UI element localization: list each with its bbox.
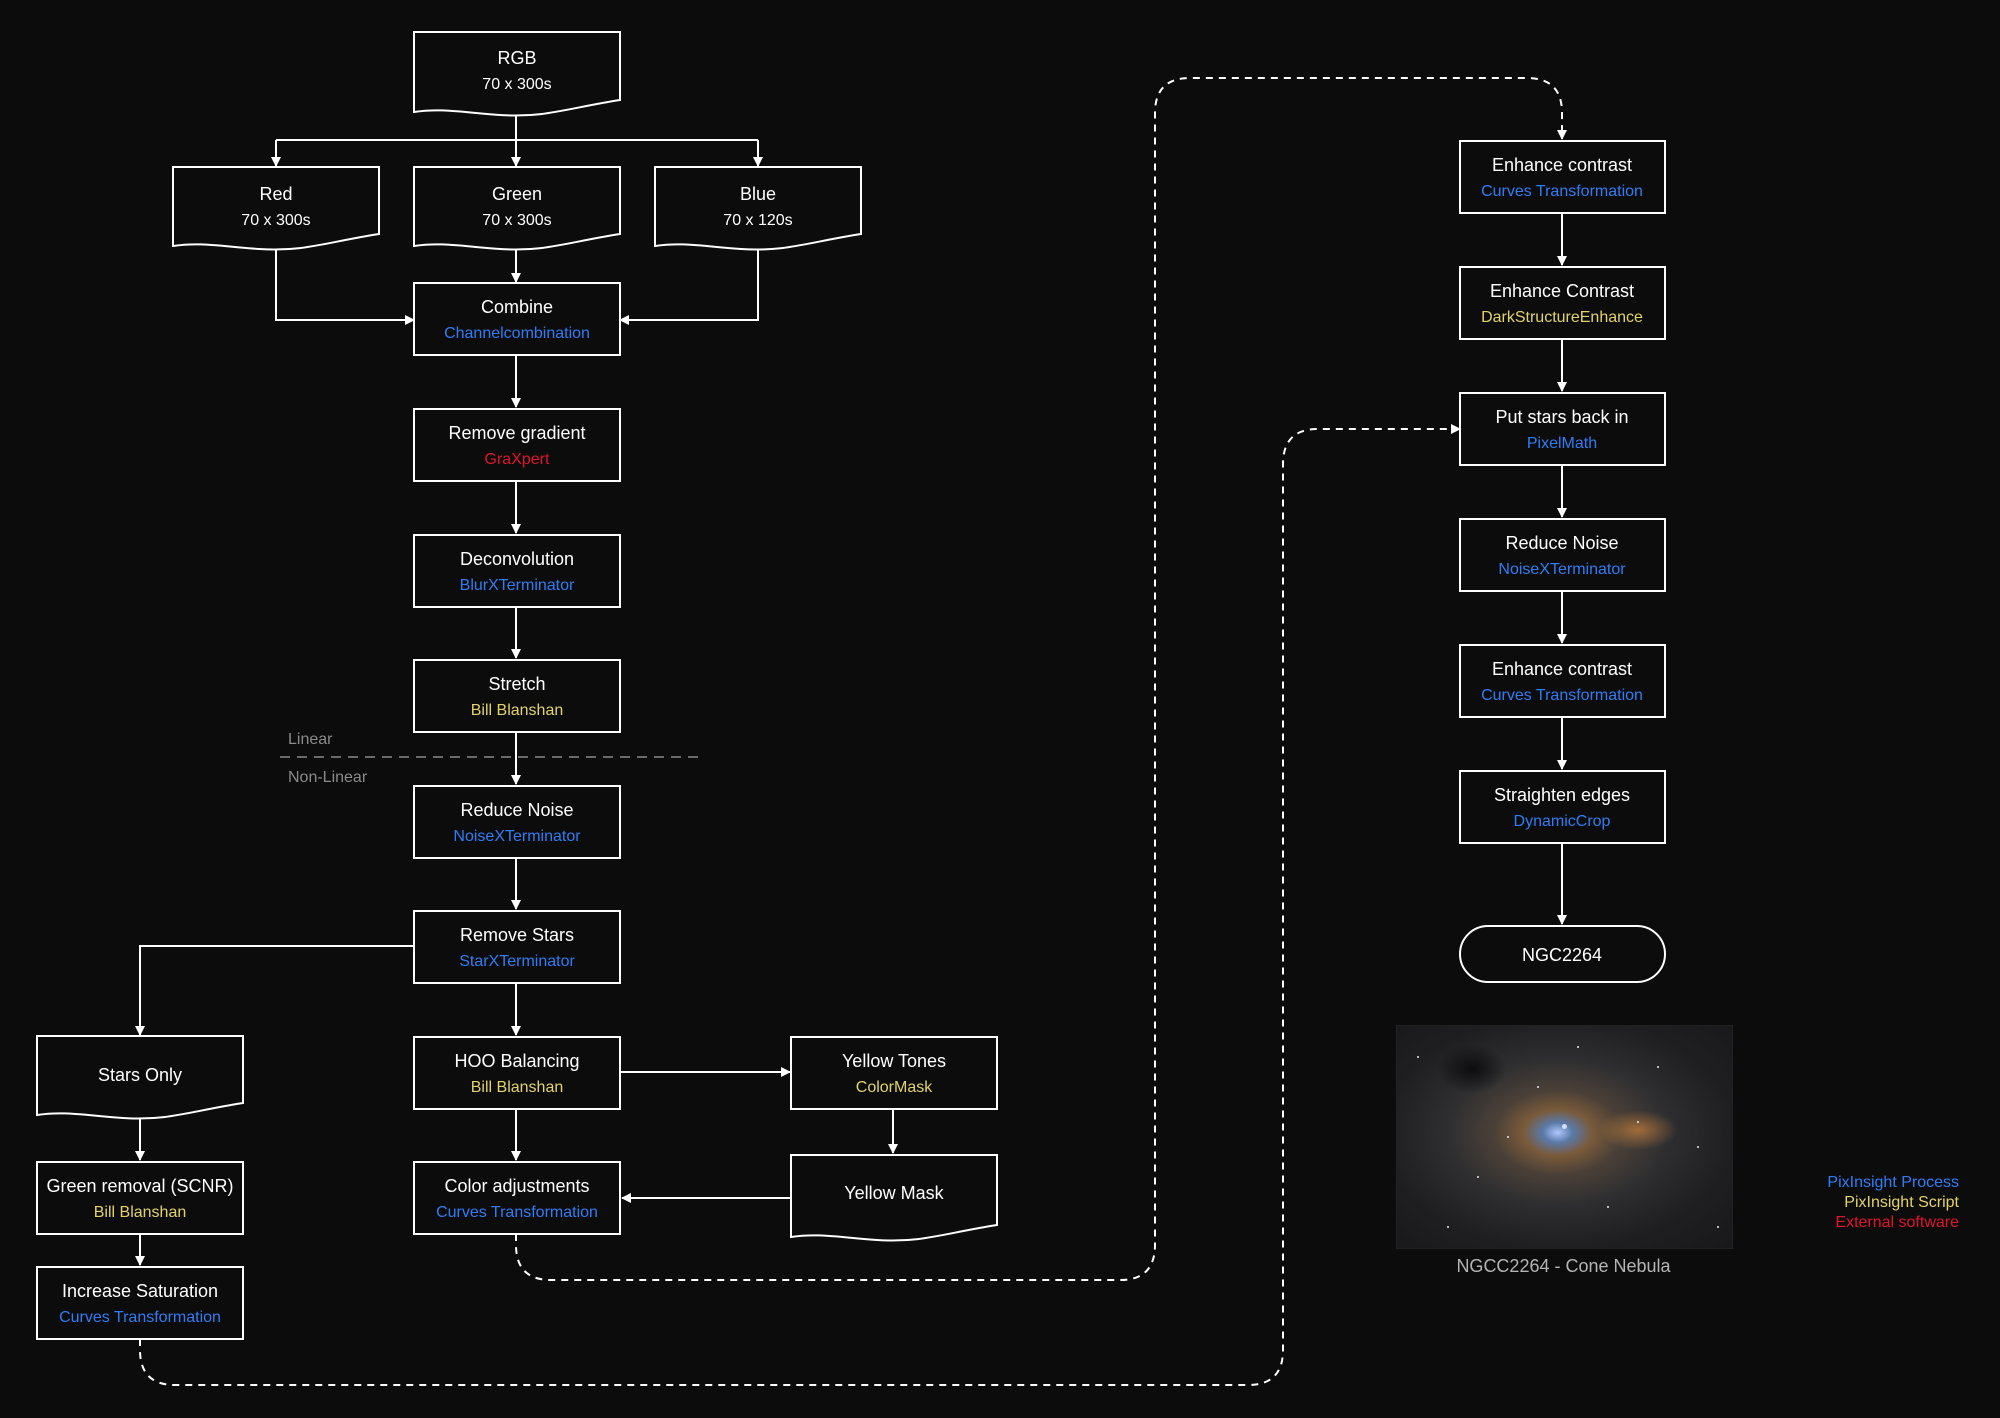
divider-label-nonlinear: Non-Linear (288, 769, 368, 786)
node-remove-gradient-shape (413, 408, 621, 482)
edge-red-combine (275, 244, 415, 325)
node-red-sub: 70 x 300s (241, 212, 310, 229)
node-yellow-mask-shape (790, 1154, 998, 1242)
node-remove-stars-title: Remove Stars (460, 925, 574, 945)
node-increase-saturation-sub: Curves Transformation (59, 1309, 221, 1326)
node-reduce-noise-1-sub: NoiseXTerminator (453, 828, 581, 845)
node-deconvolution-shape (413, 534, 621, 608)
node-stretch-shape (413, 659, 621, 733)
node-put-stars-back-sub: PixelMath (1527, 435, 1597, 452)
node-combine-title: Combine (481, 297, 553, 317)
node-yellow-tones-shape (790, 1036, 998, 1110)
cone-nebula-photo (1396, 1025, 1733, 1249)
node-yellow-mask-title: Yellow Mask (844, 1183, 944, 1203)
edge-stars-starsonly (135, 945, 414, 1036)
node-blue-title: Blue (740, 184, 776, 204)
node-yellow-tones-title: Yellow Tones (842, 1051, 946, 1071)
node-enhance-contrast-3-sub: Curves Transformation (1481, 687, 1643, 704)
node-reduce-noise-2-shape (1459, 518, 1666, 592)
node-combine-shape (413, 282, 621, 356)
node-deconvolution-sub: BlurXTerminator (460, 577, 575, 594)
node-reduce-noise-2-title: Reduce Noise (1505, 533, 1618, 553)
node-reduce-noise-1-shape (413, 785, 621, 859)
node-red-shape (172, 166, 380, 251)
node-yellow-tones-sub: ColorMask (856, 1079, 933, 1096)
color-legend: PixInsight Process PixInsight Script Ext… (1827, 1173, 1959, 1233)
node-put-stars-back-shape (1459, 392, 1666, 466)
node-stars-only-title: Stars Only (98, 1065, 182, 1085)
edge-blue-combine (619, 244, 759, 325)
node-enhance-contrast-2-sub: DarkStructureEnhance (1481, 309, 1643, 326)
node-remove-stars-shape (413, 910, 621, 984)
node-blue-sub: 70 x 120s (723, 212, 792, 229)
flow-connectors (135, 77, 1567, 1386)
node-color-adjustments-sub: Curves Transformation (436, 1204, 598, 1221)
node-enhance-contrast-2-title: Enhance Contrast (1490, 281, 1634, 301)
node-green-shape (413, 166, 621, 251)
node-color-adjustments-shape (413, 1161, 621, 1235)
node-hoo-balancing-title: HOO Balancing (454, 1051, 579, 1071)
node-straighten-edges-title: Straighten edges (1494, 785, 1630, 805)
edge-color-to-enhance (515, 77, 1567, 1281)
node-straighten-edges-sub: DynamicCrop (1514, 813, 1611, 830)
legend-script: PixInsight Script (1844, 1194, 1959, 1211)
node-green-removal-title: Green removal (SCNR) (46, 1176, 233, 1196)
node-straighten-edges-shape (1459, 770, 1666, 844)
node-stretch-sub: Bill Blanshan (471, 702, 564, 719)
node-enhance-contrast-3-title: Enhance contrast (1492, 659, 1632, 679)
divider-label-linear: Linear (288, 731, 333, 748)
node-increase-saturation-shape (36, 1266, 244, 1340)
node-rgb-sub: 70 x 300s (482, 76, 551, 93)
node-green-removal-sub: Bill Blanshan (94, 1204, 187, 1221)
node-ngc2264-shape (1459, 925, 1666, 983)
node-ngc2264-title: NGC2264 (1522, 945, 1602, 965)
node-put-stars-back-title: Put stars back in (1495, 407, 1628, 427)
node-enhance-contrast-1-shape (1459, 140, 1666, 214)
node-combine-sub: Channelcombination (444, 325, 590, 342)
node-stretch-title: Stretch (488, 674, 545, 694)
node-remove-gradient-title: Remove gradient (448, 423, 585, 443)
node-enhance-contrast-3-shape (1459, 644, 1666, 718)
photo-caption: NGCC2264 - Cone Nebula (1456, 1256, 1671, 1276)
node-enhance-contrast-1-sub: Curves Transformation (1481, 183, 1643, 200)
node-color-adjustments-title: Color adjustments (444, 1176, 589, 1196)
node-enhance-contrast-1-title: Enhance contrast (1492, 155, 1632, 175)
legend-process: PixInsight Process (1827, 1174, 1959, 1191)
edge-saturation-to-putstars (139, 424, 1461, 1386)
node-hoo-balancing-shape (413, 1036, 621, 1110)
node-rgb-title: RGB (497, 48, 536, 68)
node-increase-saturation-title: Increase Saturation (62, 1281, 218, 1301)
node-enhance-contrast-2-shape (1459, 266, 1666, 340)
node-deconvolution-title: Deconvolution (460, 549, 574, 569)
node-reduce-noise-2-sub: NoiseXTerminator (1498, 561, 1626, 578)
node-stars-only-shape (36, 1035, 244, 1120)
node-remove-stars-sub: StarXTerminator (459, 953, 575, 970)
node-red-title: Red (259, 184, 292, 204)
node-rgb-shape (413, 31, 621, 117)
node-green-sub: 70 x 300s (482, 212, 551, 229)
node-hoo-balancing-sub: Bill Blanshan (471, 1079, 564, 1096)
node-blue-shape (654, 166, 862, 251)
node-remove-gradient-sub: GraXpert (485, 451, 550, 468)
legend-external: External software (1835, 1214, 1959, 1231)
node-reduce-noise-1-title: Reduce Noise (460, 800, 573, 820)
node-green-title: Green (492, 184, 542, 204)
node-green-removal-shape (36, 1161, 244, 1235)
